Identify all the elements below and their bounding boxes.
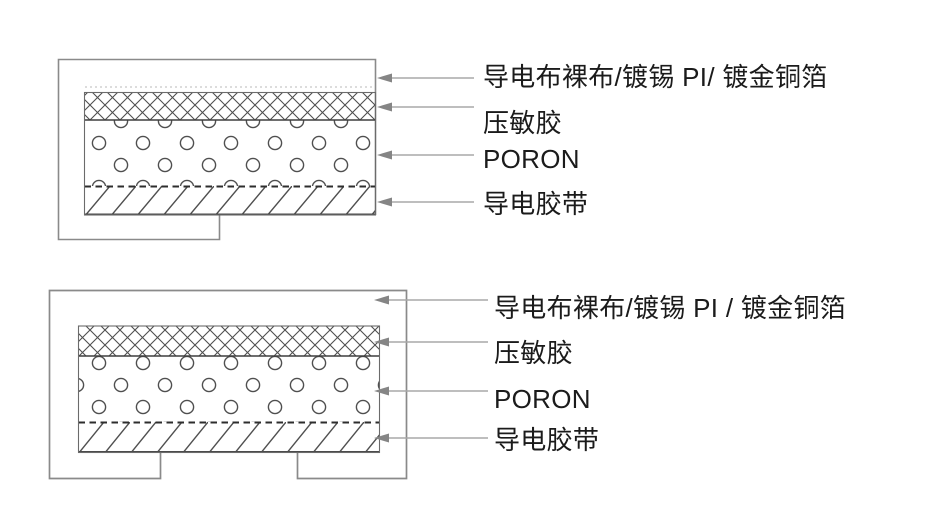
leader-arrow-cloth bbox=[377, 73, 474, 83]
leader-arrow-poron bbox=[374, 386, 488, 396]
bottom-label-conductive-tape: 导电胶带 bbox=[494, 425, 600, 455]
stack-border bbox=[83, 91, 377, 216]
top-label-psa: 压敏胶 bbox=[483, 108, 562, 138]
psa-layer bbox=[78, 326, 380, 356]
top-label-conductive-tape: 导电胶带 bbox=[483, 189, 589, 219]
leader-arrow-poron bbox=[377, 150, 474, 160]
arrow-head-icon bbox=[377, 197, 392, 207]
arrow-head-icon bbox=[374, 337, 389, 347]
leader-arrow-tape bbox=[374, 433, 488, 443]
conductive-tape-layer bbox=[78, 422, 380, 453]
conductive-cloth-outline bbox=[48, 289, 408, 480]
top-diagram bbox=[57, 58, 474, 241]
conductive-tape-layer bbox=[84, 186, 376, 215]
leader-arrow-psa bbox=[374, 337, 488, 347]
psa-layer bbox=[84, 92, 376, 120]
leader-arrow-tape bbox=[377, 197, 474, 207]
poron-layer bbox=[78, 356, 380, 422]
top-label-poron: PORON bbox=[483, 144, 580, 174]
arrow-head-icon bbox=[377, 102, 392, 112]
top-label-conductive-cloth: 导电布裸布/镀锡 PI/ 镀金铜箔 bbox=[483, 62, 828, 92]
arrow-head-icon bbox=[374, 386, 389, 396]
arrow-head-icon bbox=[377, 73, 392, 83]
leader-arrow-cloth bbox=[374, 295, 488, 305]
bottom-label-psa: 压敏胶 bbox=[494, 338, 573, 368]
arrow-head-icon bbox=[374, 295, 389, 305]
bottom-diagram bbox=[48, 289, 488, 480]
bottom-label-poron: PORON bbox=[494, 384, 591, 414]
arrow-head-icon bbox=[377, 150, 392, 160]
conductive-cloth-outline bbox=[57, 58, 377, 241]
bottom-label-conductive-cloth: 导电布裸布/镀锡 PI / 镀金铜箔 bbox=[494, 293, 847, 323]
stack-border bbox=[77, 325, 381, 454]
leader-arrow-psa bbox=[377, 102, 474, 112]
poron-layer bbox=[84, 120, 376, 186]
arrow-head-icon bbox=[374, 433, 389, 443]
